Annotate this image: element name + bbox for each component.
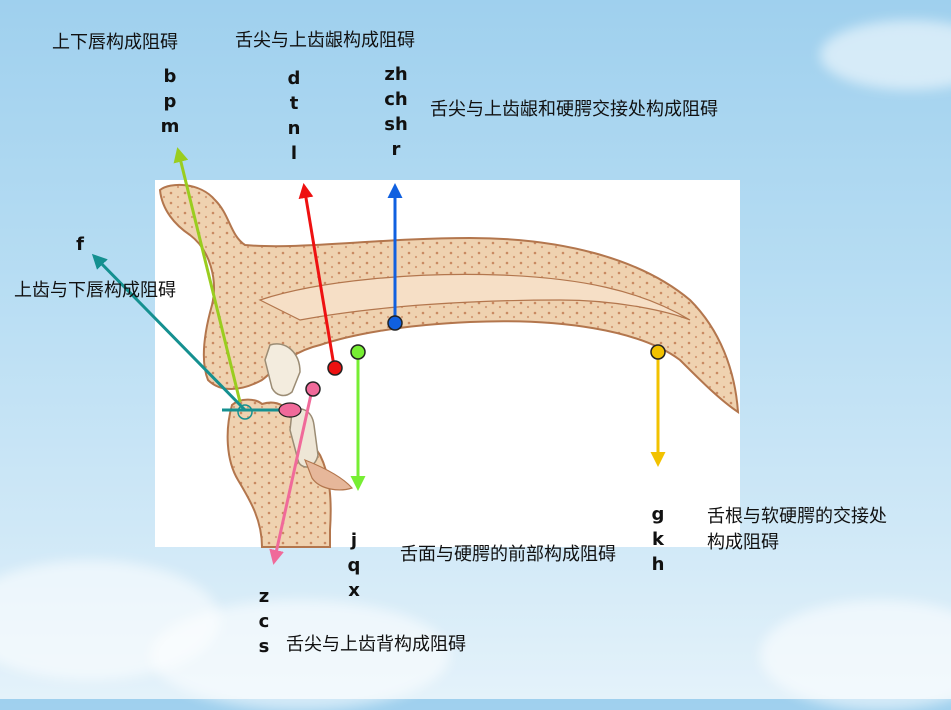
label-palatal: 舌面与硬腭的前部构成阻碍 (400, 544, 616, 565)
arrow-labiodental (91, 253, 247, 412)
label-retroflex: 舌尖与上齿龈和硬腭交接处构成阻碍 (430, 99, 718, 120)
label-velar-line1: 舌根与软硬腭的交接处 (707, 506, 887, 527)
point-retroflex (387, 315, 403, 331)
point-alveolar (327, 360, 343, 376)
label-dental: 舌尖与上齿背构成阻碍 (286, 634, 466, 655)
point-labiodental (237, 404, 253, 420)
arrow-bilabial (173, 147, 242, 403)
label-velar-line2: 构成阻碍 (707, 532, 779, 553)
point-palatal (350, 344, 366, 360)
arrow-alveolar (298, 183, 336, 367)
point-dental (305, 381, 321, 397)
label-alveolar: 舌尖与上齿龈构成阻碍 (235, 30, 415, 51)
arrow-dental (269, 389, 314, 565)
initials-labiodental: f (76, 234, 84, 255)
point-velar (650, 344, 666, 360)
label-labiodental: 上齿与下唇构成阻碍 (14, 280, 176, 301)
point-dental-contact (278, 402, 302, 418)
palate-bone (258, 273, 691, 321)
upper-teeth (264, 343, 301, 397)
label-bilabial: 上下唇构成阻碍 (52, 32, 178, 53)
